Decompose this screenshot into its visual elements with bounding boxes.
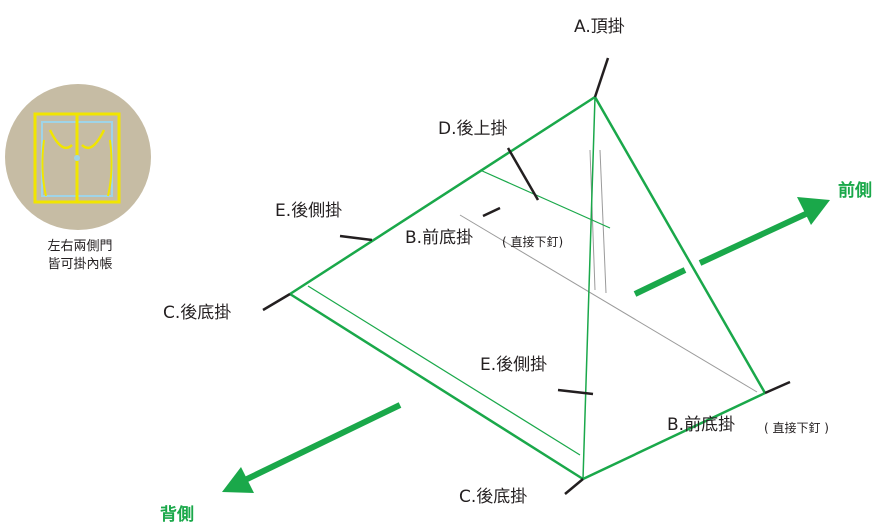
door-curtain (41, 139, 113, 197)
label-back-bottom-left: C.後底掛 (163, 303, 231, 323)
label-back-upper: D.後上掛 (438, 119, 508, 139)
label-front-bottom-right: B.前底掛 (667, 415, 735, 435)
inner-bottom-left (307, 285, 581, 456)
label-front-bottom-inner-note: ( 直接下釘) (502, 234, 563, 249)
tent-outline (289, 95, 767, 481)
edge-top-right (593, 96, 767, 394)
edge-top-front (582, 96, 596, 480)
door-knob (74, 155, 80, 161)
direction-front-label: 前側 (838, 180, 872, 201)
label-front-bottom-right-note: ( 直接下釘 ) (764, 420, 829, 435)
label-back-side-left: E.後側掛 (275, 201, 342, 221)
edge-bottom-right (582, 391, 766, 481)
label-front-bottom-inner: B.前底掛 (405, 228, 473, 248)
door-tie-left (48, 129, 106, 150)
direction-back-label: 背側 (160, 504, 194, 525)
back-arrow (222, 402, 402, 493)
label-back-bottom-center: C.後底掛 (459, 487, 527, 507)
note-line-2: 皆可掛內帳 (47, 257, 112, 272)
edge-bottom-left (289, 292, 584, 481)
label-top: A.頂掛 (574, 17, 625, 37)
inner-top-cross (479, 169, 611, 229)
tent-door-icon (5, 84, 151, 230)
edge-top-left (289, 95, 596, 296)
note-line-1: 左右兩側門 (47, 239, 112, 254)
label-back-side-center: E.後側掛 (480, 355, 547, 375)
front-arrow (633, 197, 830, 297)
marker-ticks (262, 57, 791, 495)
